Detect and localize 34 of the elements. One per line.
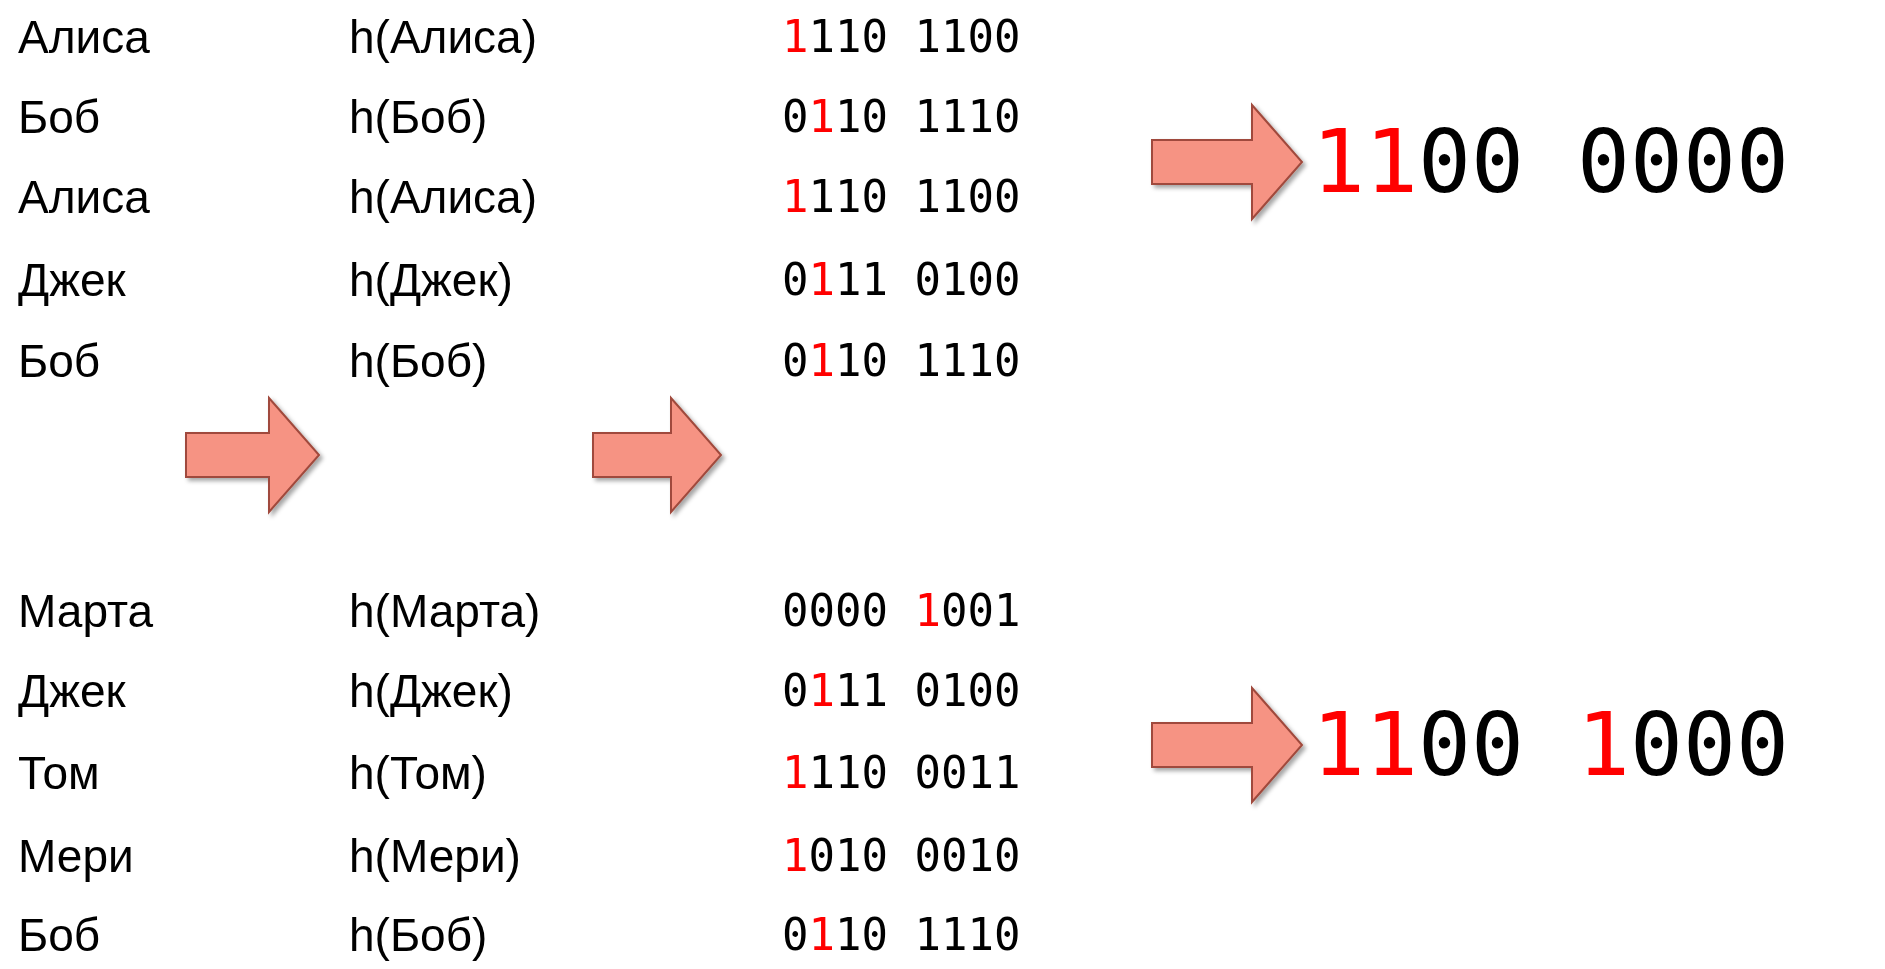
hash-text: h(Том)	[349, 746, 487, 800]
hash-text: h(Боб)	[349, 90, 488, 144]
bit-string: 1110 1100	[782, 170, 1021, 224]
block-arrow	[1151, 685, 1304, 805]
name-text: Боб	[18, 908, 101, 962]
bit-string: 0110 1110	[782, 90, 1021, 144]
name-text: Мери	[18, 829, 134, 883]
name-text: Алиса	[18, 10, 150, 64]
bit-string: 0111 0100	[782, 664, 1021, 718]
hash-text: h(Алиса)	[349, 170, 538, 224]
bit-string: 0000 1001	[782, 584, 1021, 638]
name-text: Том	[18, 746, 100, 800]
name-text: Марта	[18, 584, 154, 638]
name-text: Джек	[18, 253, 126, 307]
block-arrow	[1151, 102, 1304, 222]
result-bitmap: 1100 0000	[1312, 112, 1789, 212]
hash-text: h(Джек)	[349, 664, 513, 718]
hash-text: h(Джек)	[349, 253, 513, 307]
bit-string: 0111 0100	[782, 253, 1021, 307]
bit-string: 1010 0010	[782, 829, 1021, 883]
hash-text: h(Боб)	[349, 908, 488, 962]
bit-string: 0110 1110	[782, 334, 1021, 388]
hash-text: h(Боб)	[349, 334, 488, 388]
name-text: Боб	[18, 334, 101, 388]
hash-text: h(Алиса)	[349, 10, 538, 64]
bit-string: 1110 0011	[782, 746, 1021, 800]
result-bitmap: 1100 1000	[1312, 695, 1789, 795]
name-text: Джек	[18, 664, 126, 718]
name-text: Алиса	[18, 170, 150, 224]
bit-string: 0110 1110	[782, 908, 1021, 962]
bit-string: 1110 1100	[782, 10, 1021, 64]
hash-text: h(Марта)	[349, 584, 541, 638]
name-text: Боб	[18, 90, 101, 144]
hash-text: h(Мери)	[349, 829, 521, 883]
